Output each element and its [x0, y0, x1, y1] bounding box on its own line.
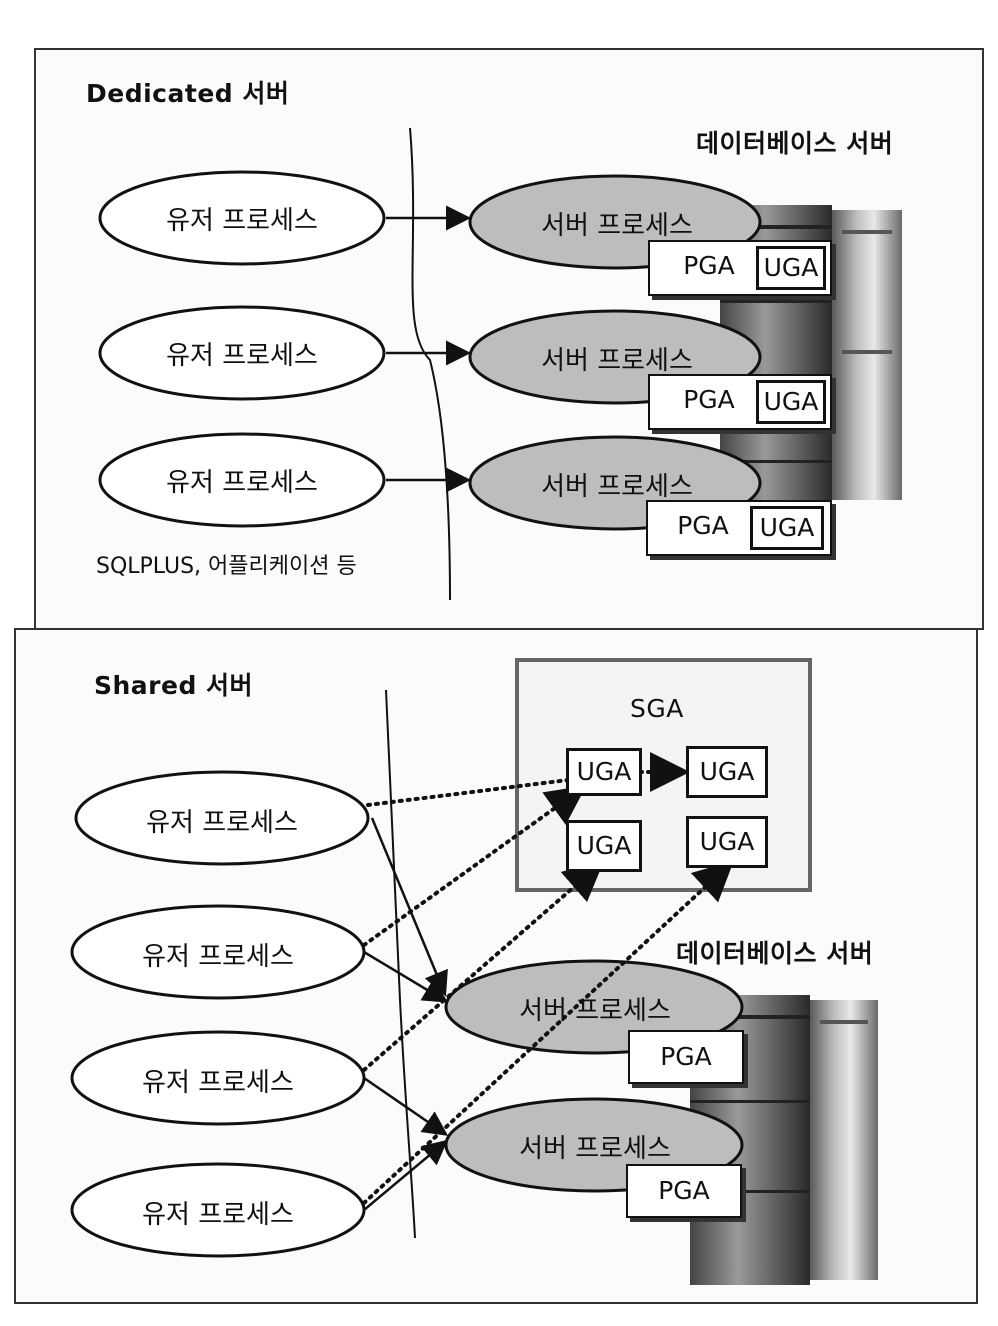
dedicated-user-process-label-2: 유저 프로세스 [166, 341, 318, 371]
shared-title: Shared 서버 [94, 671, 254, 700]
dedicated-db-server-label: 데이터베이스 서버 [696, 129, 894, 158]
dedicated-title: Dedicated 서버 [86, 79, 290, 108]
dedicated-user-process-1 [98, 170, 386, 266]
dedicated-uga-2: UGA [756, 380, 826, 424]
sga-uga-4: UGA [686, 816, 768, 868]
dedicated-pga-3: PGA [658, 508, 748, 542]
shared-user-process-label-4: 유저 프로세스 [142, 1200, 294, 1230]
sga-uga-3: UGA [566, 820, 642, 872]
dotted-link-3 [362, 860, 605, 1072]
sga-label: SGA [630, 694, 684, 723]
shared-server-process-label-1: 서버 프로세스 [519, 996, 671, 1026]
dedicated-user-process-label-3: 유저 프로세스 [166, 468, 318, 498]
dedicated-user-process-3 [98, 432, 386, 528]
sga-uga-1: UGA [566, 748, 642, 796]
dedicated-uga-1: UGA [756, 246, 826, 290]
dedicated-user-process-label-1: 유저 프로세스 [166, 206, 318, 236]
shared-arrow-1 [370, 817, 448, 997]
dedicated-server-process-label-1: 서버 프로세스 [541, 211, 693, 241]
dotted-link-4 [362, 860, 734, 1205]
dedicated-pga-2: PGA [664, 382, 754, 416]
dedicated-memory-box-3: PGA UGA [646, 500, 832, 556]
dedicated-server-process-label-3: 서버 프로세스 [541, 472, 693, 502]
shared-arrow-4 [363, 1139, 448, 1211]
dedicated-memory-box-1: PGA UGA [648, 240, 832, 296]
sga-uga-2: UGA [686, 746, 768, 798]
shared-divider-line [385, 689, 416, 1239]
shared-user-process-label-2: 유저 프로세스 [142, 942, 294, 972]
dotted-link-1 [366, 778, 570, 807]
shared-user-process-label-1: 유저 프로세스 [146, 808, 298, 838]
dedicated-user-process-2 [98, 305, 386, 401]
shared-user-process-label-3: 유저 프로세스 [142, 1068, 294, 1098]
dedicated-caption: SQLPLUS, 어플리케이션 등 [96, 554, 357, 579]
shared-db-server-label: 데이터베이스 서버 [676, 939, 874, 968]
dedicated-pga-1: PGA [664, 248, 754, 282]
shared-server-process-label-2: 서버 프로세스 [519, 1134, 671, 1164]
shared-arrow-3 [363, 1076, 449, 1136]
shared-arrow-2 [363, 950, 449, 1003]
dedicated-server-process-label-2: 서버 프로세스 [541, 346, 693, 376]
shared-pga-2: PGA [626, 1164, 742, 1218]
shared-pga-1: PGA [628, 1030, 744, 1084]
dedicated-divider-line [409, 127, 451, 601]
dedicated-uga-3: UGA [750, 506, 824, 550]
dedicated-memory-box-2: PGA UGA [648, 374, 832, 430]
shared-user-process-1 [74, 770, 370, 866]
